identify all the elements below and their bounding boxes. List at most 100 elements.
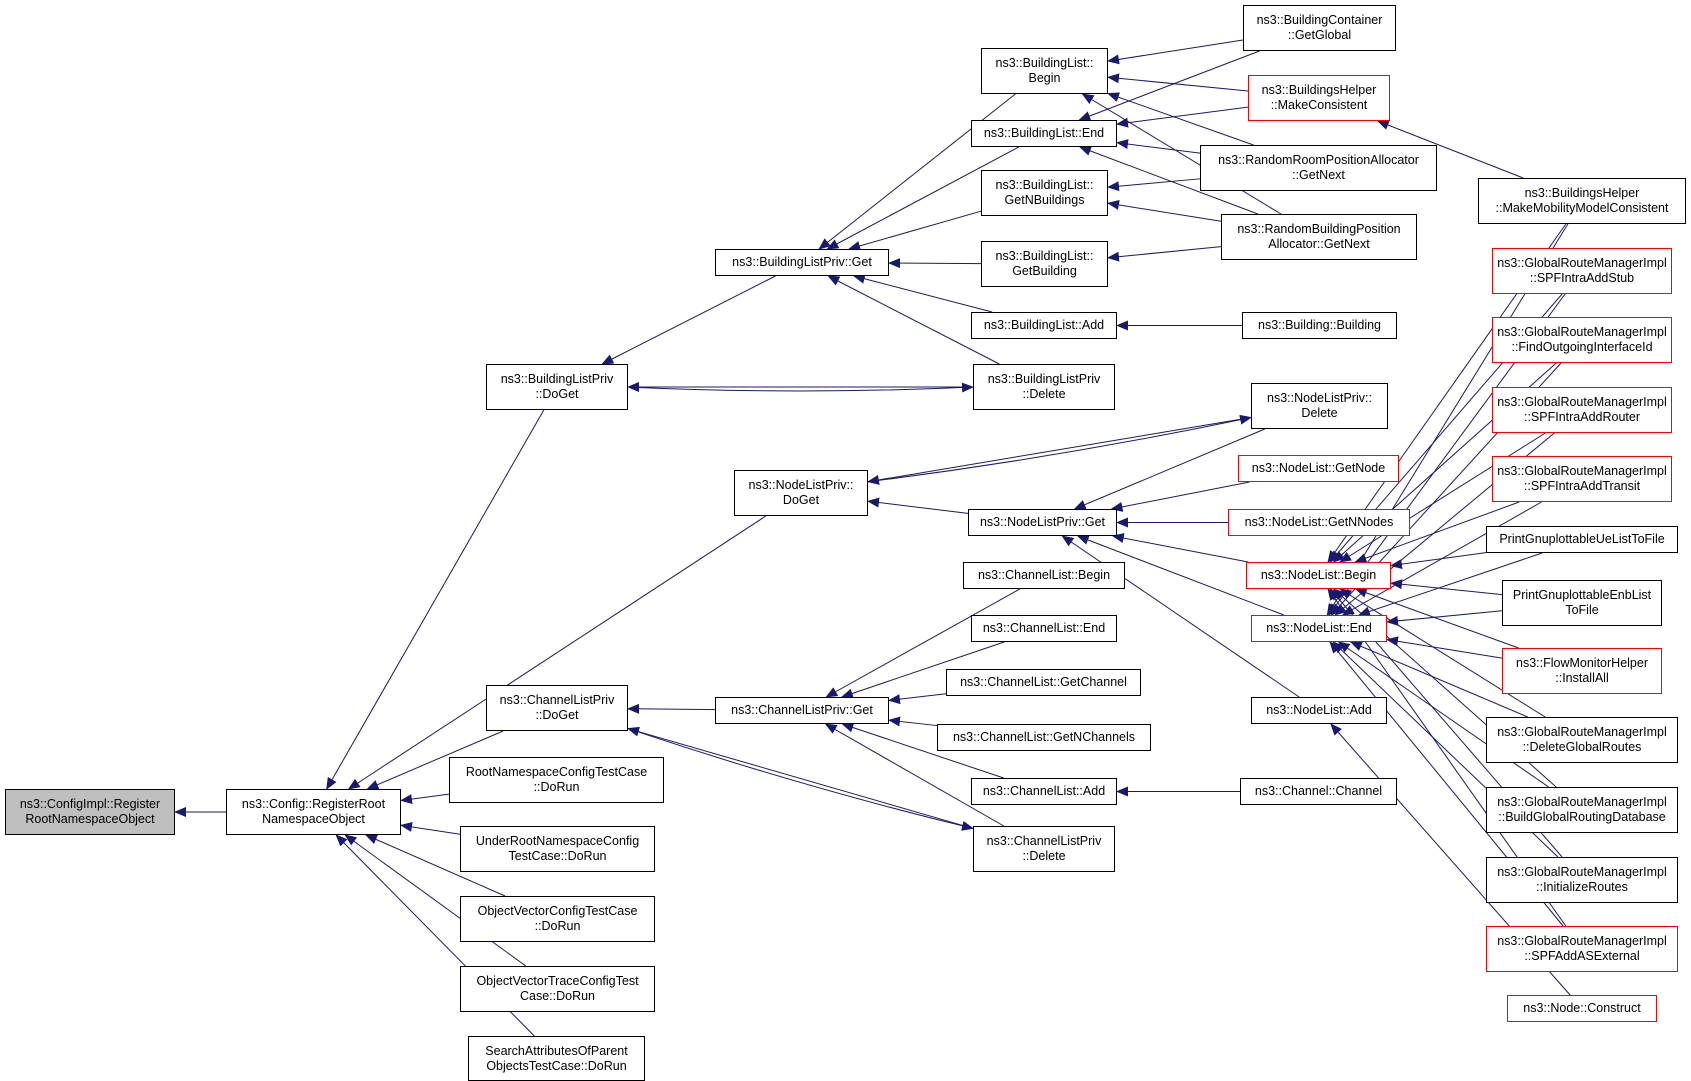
node-label-line: ns3::NodeListPriv:: bbox=[748, 478, 854, 492]
node-label-line: ns3::ChannelList::GetNChannels bbox=[952, 730, 1136, 744]
node-grm-buildgrd[interactable]: ns3::GlobalRouteManagerImpl::BuildGlobal… bbox=[1486, 787, 1678, 833]
edge-clp-get-to-clp-doget bbox=[627, 703, 716, 714]
node-label-line: ::GetGlobal bbox=[1287, 28, 1352, 42]
edge-nlp-doget-to-nlp-delete bbox=[867, 414, 1252, 483]
node-label-line: TestCase::DoRun bbox=[508, 849, 607, 863]
node-node-construct[interactable]: ns3::Node::Construct bbox=[1507, 995, 1657, 1022]
node-label-line: ns3::GlobalRouteManagerImpl bbox=[1497, 256, 1667, 270]
node-blp-doget[interactable]: ns3::BuildingListPriv::DoGet bbox=[486, 364, 628, 410]
edge-pg-ue-to-nl-begin bbox=[1390, 552, 1487, 570]
node-grm-delglobal[interactable]: ns3::GlobalRouteManagerImpl::DeleteGloba… bbox=[1486, 717, 1678, 763]
edge-nlp-delete-to-nlp-doget bbox=[867, 417, 1252, 485]
node-building-ctor[interactable]: ns3::Building::Building bbox=[1242, 312, 1397, 339]
node-label-line: ns3::BuildingContainer bbox=[1256, 13, 1383, 27]
edge-clp-doget-to-regroot bbox=[366, 730, 504, 790]
node-clp-get[interactable]: ns3::ChannelListPriv::Get bbox=[715, 697, 889, 724]
node-cl-add[interactable]: ns3::ChannelList::Add bbox=[971, 778, 1117, 805]
edge-nl-getnode-to-nlp-get bbox=[1110, 481, 1250, 512]
node-label-line: ns3::GlobalRouteManagerImpl bbox=[1497, 464, 1667, 478]
edge-bl-getn-to-blp-get bbox=[848, 210, 982, 251]
edge-bc-getglobal-to-bl-end bbox=[1078, 50, 1260, 121]
node-label-line: ns3::Config::RegisterRoot bbox=[241, 797, 386, 811]
node-blp-get[interactable]: ns3::BuildingListPriv::Get bbox=[715, 249, 889, 276]
edge-bc-getglobal-to-bl-begin bbox=[1107, 39, 1244, 65]
node-bh-makecons[interactable]: ns3::BuildingsHelper::MakeConsistent bbox=[1248, 75, 1390, 121]
node-cl-end[interactable]: ns3::ChannelList::End bbox=[971, 615, 1117, 642]
node-bl-begin[interactable]: ns3::BuildingList::Begin bbox=[981, 48, 1108, 94]
edge-bh-makecons-to-bl-end bbox=[1116, 106, 1249, 128]
node-label-line: ::DeleteGlobalRoutes bbox=[1522, 740, 1642, 754]
edge-grm-delglobal-to-nl-begin bbox=[1339, 588, 1546, 718]
node-bl-end[interactable]: ns3::BuildingList::End bbox=[971, 120, 1117, 147]
edge-objvec-tc-to-regroot bbox=[365, 834, 506, 897]
node-label-line: ns3::GlobalRouteManagerImpl bbox=[1497, 865, 1667, 879]
node-nl-add[interactable]: ns3::NodeList::Add bbox=[1251, 697, 1387, 724]
node-bl-getn[interactable]: ns3::BuildingList::GetNBuildings bbox=[981, 170, 1108, 216]
edge-grm-transit-to-nl-end bbox=[1341, 501, 1542, 616]
node-label-line: DoGet bbox=[782, 493, 820, 507]
node-label-line: ns3::Building::Building bbox=[1258, 318, 1381, 332]
node-label-line: GetBuilding bbox=[1012, 264, 1077, 278]
node-grm-transit[interactable]: ns3::GlobalRouteManagerImpl::SPFIntraAdd… bbox=[1492, 456, 1672, 502]
node-nl-getnnodes[interactable]: ns3::NodeList::GetNNodes bbox=[1228, 509, 1410, 536]
edge-rbpa-getnext-to-bl-getn bbox=[1107, 199, 1222, 222]
node-grm-foii[interactable]: ns3::GlobalRouteManagerImpl::FindOutgoin… bbox=[1492, 317, 1672, 363]
node-grm-asext[interactable]: ns3::GlobalRouteManagerImpl::SPFAddASExt… bbox=[1486, 926, 1678, 972]
edge-blp-doget-to-regroot bbox=[326, 409, 545, 790]
node-grm-stub[interactable]: ns3::GlobalRouteManagerImpl::SPFIntraAdd… bbox=[1492, 248, 1672, 294]
node-label-line: Allocator::GetNext bbox=[1268, 237, 1370, 251]
node-label-line: ns3::NodeList::Add bbox=[1266, 703, 1372, 717]
node-label-line: ns3::ConfigImpl::Register bbox=[19, 797, 161, 811]
node-rootns-tc[interactable]: RootNamespaceConfigTestCase::DoRun bbox=[449, 757, 664, 803]
node-label-line: ::DoRun bbox=[533, 780, 580, 794]
node-label-line: ::MakeConsistent bbox=[1270, 98, 1368, 112]
node-cl-getnch[interactable]: ns3::ChannelList::GetNChannels bbox=[937, 724, 1151, 751]
node-pg-ue[interactable]: PrintGnuplottableUeListToFile bbox=[1486, 526, 1678, 553]
node-nl-getnode[interactable]: ns3::NodeList::GetNode bbox=[1238, 455, 1399, 482]
edge-rootns-tc-to-regroot bbox=[400, 793, 450, 804]
node-nl-begin[interactable]: ns3::NodeList::Begin bbox=[1246, 562, 1391, 589]
node-grm-router[interactable]: ns3::GlobalRouteManagerImpl::SPFIntraAdd… bbox=[1492, 387, 1672, 433]
node-label-line: ::DoGet bbox=[535, 387, 579, 401]
node-grm-initroutes[interactable]: ns3::GlobalRouteManagerImpl::InitializeR… bbox=[1486, 857, 1678, 903]
node-nlp-delete[interactable]: ns3::NodeListPriv::Delete bbox=[1251, 383, 1388, 429]
node-bh-mmmc[interactable]: ns3::BuildingsHelper::MakeMobilityModelC… bbox=[1478, 178, 1686, 224]
node-objvec-tc[interactable]: ObjectVectorConfigTestCase::DoRun bbox=[460, 896, 655, 942]
node-label-line: ObjectsTestCase::DoRun bbox=[486, 1058, 627, 1073]
edge-bh-makecons-to-bl-begin bbox=[1107, 73, 1249, 92]
node-label-line: ns3::ChannelList::Add bbox=[982, 784, 1106, 798]
node-bl-add[interactable]: ns3::BuildingList::Add bbox=[971, 312, 1117, 339]
node-cl-begin[interactable]: ns3::ChannelList::Begin bbox=[963, 562, 1125, 589]
edge-clp-delete-to-clp-get bbox=[824, 723, 1005, 827]
edge-blp-doget-to-blp-delete bbox=[627, 382, 974, 393]
node-nlp-get[interactable]: ns3::NodeListPriv::Get bbox=[968, 509, 1117, 536]
edge-clp-delete-to-clp-doget bbox=[627, 726, 974, 829]
node-nl-end[interactable]: ns3::NodeList::End bbox=[1251, 615, 1387, 642]
node-label-line: ns3::NodeList::Begin bbox=[1260, 568, 1377, 582]
node-label-line: ::SPFIntraAddStub bbox=[1529, 271, 1635, 285]
edge-bl-add-to-blp-get bbox=[852, 273, 993, 313]
node-clp-delete[interactable]: ns3::ChannelListPriv::Delete bbox=[973, 826, 1115, 872]
node-bl-getb[interactable]: ns3::BuildingList::GetBuilding bbox=[981, 241, 1108, 287]
node-clp-doget[interactable]: ns3::ChannelListPriv::DoGet bbox=[486, 685, 628, 731]
node-blp-delete[interactable]: ns3::BuildingListPriv::Delete bbox=[973, 364, 1115, 410]
edge-cl-getch-to-clp-get bbox=[888, 693, 947, 705]
node-fmh-install[interactable]: ns3::FlowMonitorHelper::InstallAll bbox=[1502, 648, 1662, 694]
node-channel-ctor[interactable]: ns3::Channel::Channel bbox=[1240, 778, 1397, 805]
edge-pg-ue-to-nl-end bbox=[1357, 552, 1543, 617]
edge-grm-buildgrd-to-nl-end bbox=[1337, 641, 1549, 788]
node-cl-getch[interactable]: ns3::ChannelList::GetChannel bbox=[946, 669, 1141, 696]
node-bc-getglobal[interactable]: ns3::BuildingContainer::GetGlobal bbox=[1243, 5, 1396, 51]
node-label-line: ::FindOutgoingInterfaceId bbox=[1511, 340, 1653, 354]
node-nlp-doget[interactable]: ns3::NodeListPriv::DoGet bbox=[734, 470, 868, 516]
node-label-line: ns3::BuildingListPriv::Get bbox=[732, 255, 872, 269]
node-rrpa-getnext[interactable]: ns3::RandomRoomPositionAllocator::GetNex… bbox=[1200, 145, 1437, 191]
node-label-line: ns3::BuildingList:: bbox=[995, 56, 1094, 70]
edge-fmh-install-to-nl-end bbox=[1386, 636, 1503, 659]
